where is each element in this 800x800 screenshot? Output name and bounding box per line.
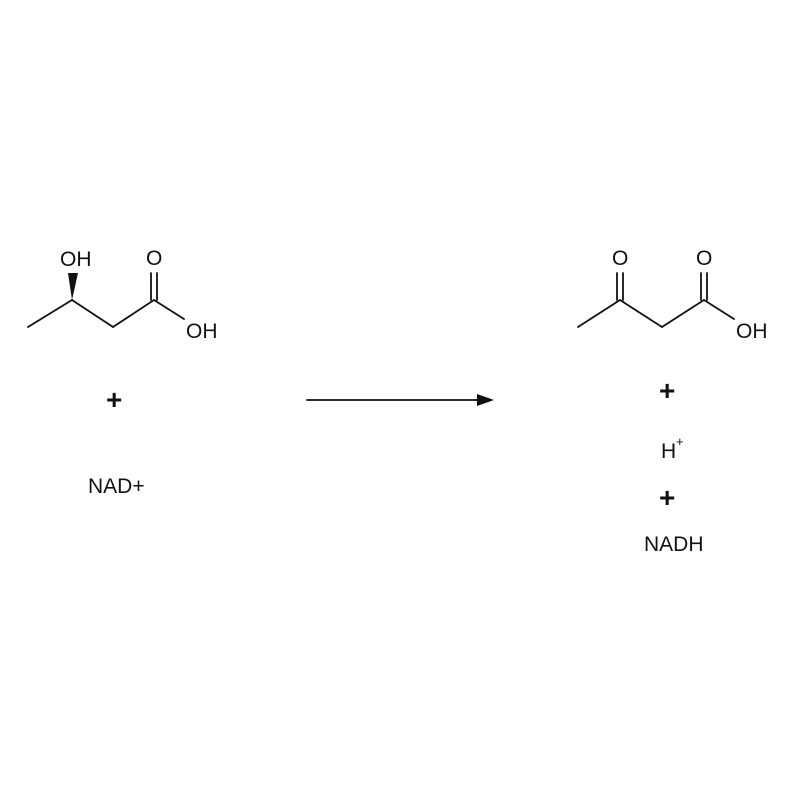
hydroxyl-label: OH bbox=[60, 248, 92, 271]
product-molecule: O O OH bbox=[577, 247, 768, 343]
reactant-cofactor-label: NAD+ bbox=[88, 475, 145, 498]
acid-hydroxyl-label: OH bbox=[186, 320, 218, 343]
bond-c3-c4 bbox=[112, 299, 155, 328]
product-plus-sign-1: + bbox=[659, 375, 675, 406]
bond-c1-c2 bbox=[577, 299, 621, 328]
bond-c1-c2 bbox=[27, 299, 73, 328]
product-plus-sign-2: + bbox=[659, 482, 675, 513]
reaction-arrow bbox=[306, 394, 494, 406]
carbonyl-oxygen-label: O bbox=[146, 247, 162, 270]
carbonyl-oxygen-label: O bbox=[696, 247, 712, 270]
bond-c2-c3 bbox=[619, 299, 663, 328]
reactant-plus-sign: + bbox=[106, 384, 122, 415]
bond-c4-oh bbox=[153, 299, 185, 320]
product-cofactor-label: NADH bbox=[644, 533, 704, 556]
bond-c2-c3 bbox=[71, 299, 114, 328]
acid-hydroxyl-label: OH bbox=[736, 320, 768, 343]
reactant-molecule: OH O OH bbox=[27, 247, 218, 343]
ketone-oxygen-label: O bbox=[612, 247, 628, 270]
proton-symbol: H bbox=[661, 440, 676, 463]
bond-c3-c4 bbox=[661, 299, 705, 328]
proton-charge: + bbox=[676, 434, 684, 449]
arrow-head bbox=[477, 394, 494, 406]
proton: H + bbox=[661, 434, 684, 463]
wedge-bond-c2-oh bbox=[68, 273, 78, 300]
bond-c4-oh bbox=[703, 299, 735, 320]
